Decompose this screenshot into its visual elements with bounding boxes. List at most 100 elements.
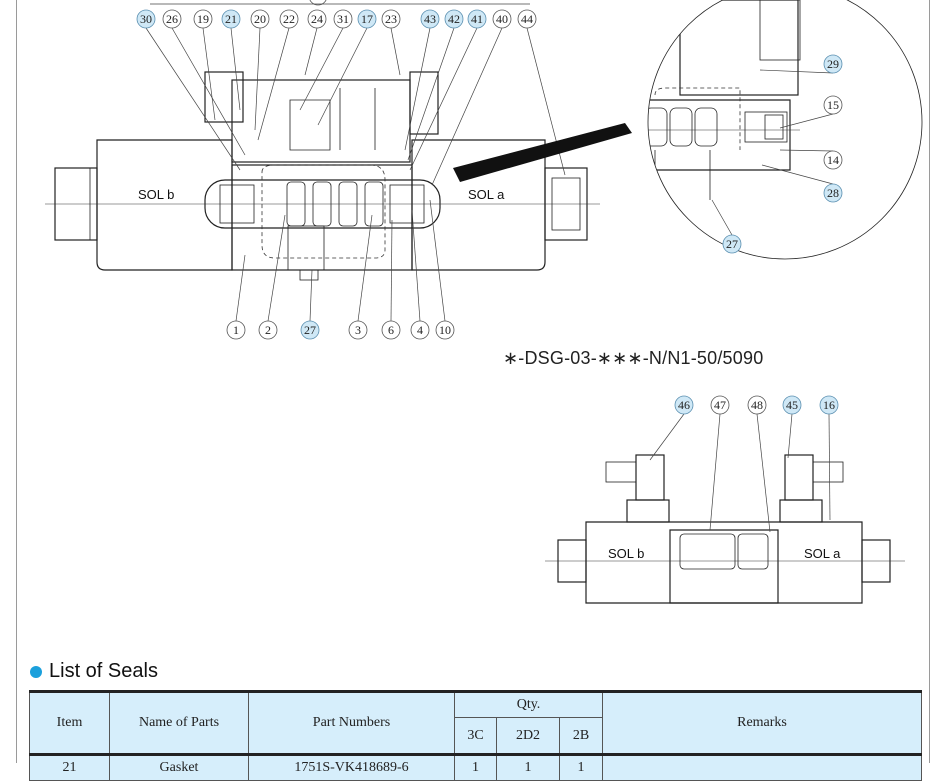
callout-24: 24 [304, 9, 327, 76]
callout-40: 40 [431, 9, 512, 186]
svg-text:44: 44 [521, 12, 533, 26]
svg-text:10: 10 [439, 323, 451, 337]
cell-name: Gasket [109, 754, 249, 781]
svg-text:46: 46 [678, 398, 690, 412]
seals-title: List of Seals [49, 660, 158, 682]
cell-item: 21 [29, 754, 110, 781]
svg-text:2: 2 [265, 323, 271, 337]
svg-text:6: 6 [388, 323, 394, 337]
callout-30: 30 [136, 9, 241, 171]
page-frame-left [16, 0, 17, 763]
svg-text:19: 19 [197, 12, 209, 26]
header-remarks: Remarks [602, 690, 922, 756]
cell-remarks [602, 754, 922, 781]
cell-qty-2b: 1 [559, 754, 603, 781]
main-bottom-callouts: 1 2 27 3 6 4 10 [226, 199, 455, 340]
svg-text:21: 21 [225, 12, 237, 26]
model-drawing: SOL b SOL a [545, 454, 905, 604]
header-qty-2b: 2B [559, 717, 603, 756]
callout-6: 6 [381, 219, 401, 340]
svg-text:47: 47 [714, 398, 726, 412]
svg-text:1: 1 [233, 323, 239, 337]
callout-17: 17 [317, 9, 377, 126]
technical-drawing: SOL b SOL a 25 3026192120222431172343424… [45, 0, 923, 604]
svg-text:41: 41 [471, 12, 483, 26]
svg-text:27: 27 [304, 323, 316, 337]
callout-21: 21 [221, 9, 241, 111]
svg-text:45: 45 [786, 398, 798, 412]
bullet-dot-icon [30, 665, 42, 678]
callout-48: 48 [747, 395, 771, 533]
callout-1: 1 [226, 254, 246, 340]
model-number-label: ∗-DSG-03-∗∗∗-N/N1-50/5090 [503, 348, 764, 368]
callout-43: 43 [404, 9, 440, 151]
cell-part: 1751S-VK418689-6 [248, 754, 455, 781]
callout-4: 4 [410, 209, 430, 340]
callout-27: 27 [711, 199, 742, 254]
callout-2: 2 [258, 214, 286, 340]
seals-table: Item Name of Parts Part Numbers Qty. Rem… [29, 690, 922, 781]
header-qty-3c: 3C [454, 717, 497, 756]
header-qty: Qty. [454, 690, 603, 718]
callout-26: 26 [162, 9, 246, 156]
callout-28: 28 [761, 164, 843, 203]
svg-text:48: 48 [751, 398, 763, 412]
svg-text:25: 25 [312, 0, 324, 3]
sol-b-label: SOL b [138, 187, 174, 202]
main-top-callouts: 30 26 19 21 20 22 24 31 17 23 43 42 41 40 44 [136, 9, 566, 186]
callout-31: 31 [299, 9, 353, 111]
svg-text:16: 16 [823, 398, 835, 412]
callout-19: 19 [193, 9, 216, 121]
svg-text:40: 40 [496, 12, 508, 26]
svg-text:27: 27 [726, 237, 738, 251]
page-frame-right [929, 0, 930, 763]
callout-47: 47 [709, 395, 730, 531]
svg-text:24: 24 [311, 12, 323, 26]
cell-qty-2d2: 1 [496, 754, 560, 781]
callout-14: 14 [779, 149, 843, 170]
svg-text:42: 42 [448, 12, 460, 26]
callout-16: 16 [819, 395, 839, 521]
svg-text:14: 14 [827, 153, 839, 167]
svg-text:29: 29 [827, 57, 839, 71]
svg-text:17: 17 [361, 12, 373, 26]
table-row: 21 Gasket 1751S-VK418689-6 1 1 1 [29, 754, 922, 781]
callout-15: 15 [779, 95, 843, 129]
callout-42: 42 [407, 9, 464, 161]
callout-22: 22 [257, 9, 299, 141]
svg-text:3: 3 [355, 323, 361, 337]
callout-41: 41 [409, 9, 487, 171]
callout-29: 29 [759, 54, 843, 74]
model-callouts: 46 47 48 45 16 [649, 395, 839, 533]
svg-text:28: 28 [827, 186, 839, 200]
header-part-numbers: Part Numbers [248, 690, 455, 756]
header-qty-2d2: 2D2 [496, 717, 560, 756]
detail-callouts: 29 15 14 28 27 [711, 54, 843, 254]
svg-text:20: 20 [254, 12, 266, 26]
svg-text:23: 23 [385, 12, 397, 26]
model-sol-b-label: SOL b [608, 546, 644, 561]
callout-3: 3 [348, 214, 373, 340]
svg-text:30: 30 [140, 12, 152, 26]
detail-arrow [453, 123, 632, 182]
svg-text:4: 4 [417, 323, 423, 337]
main-valve-drawing: SOL b SOL a 25 [45, 0, 600, 281]
detail-view-drawing [647, 0, 923, 260]
svg-text:15: 15 [827, 98, 839, 112]
sol-a-label: SOL a [468, 187, 505, 202]
svg-text:31: 31 [337, 12, 349, 26]
svg-text:26: 26 [166, 12, 178, 26]
callout-45: 45 [782, 395, 802, 459]
cell-qty-3c: 1 [454, 754, 497, 781]
svg-text:22: 22 [283, 12, 295, 26]
callout-10: 10 [429, 199, 455, 340]
callout-46: 46 [649, 395, 694, 461]
callout-23: 23 [381, 9, 401, 76]
model-sol-a-label: SOL a [804, 546, 841, 561]
callout-20: 20 [250, 9, 270, 131]
seals-section-title: List of Seals [30, 660, 158, 683]
header-item: Item [29, 690, 110, 756]
callout-27: 27 [300, 269, 320, 340]
header-name: Name of Parts [109, 690, 249, 756]
svg-text:43: 43 [424, 12, 436, 26]
